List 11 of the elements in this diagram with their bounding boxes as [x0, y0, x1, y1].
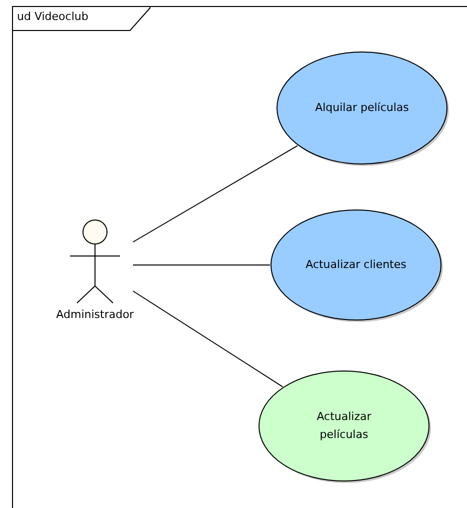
association-line [132, 290, 284, 388]
use-case-ellipse [258, 370, 430, 482]
association-line [132, 264, 270, 266]
association-line [132, 145, 298, 242]
use-case-ellipse [276, 51, 448, 165]
use-case-name: Actualizar clientes [304, 257, 408, 274]
actor-name: Administrador [55, 308, 135, 321]
use-case-ellipse [270, 209, 442, 321]
use-case-name: Alquilar películas [314, 100, 410, 116]
frame-title: ud Videoclub [17, 10, 88, 23]
use-case-name: Actualizar películas [316, 409, 372, 443]
